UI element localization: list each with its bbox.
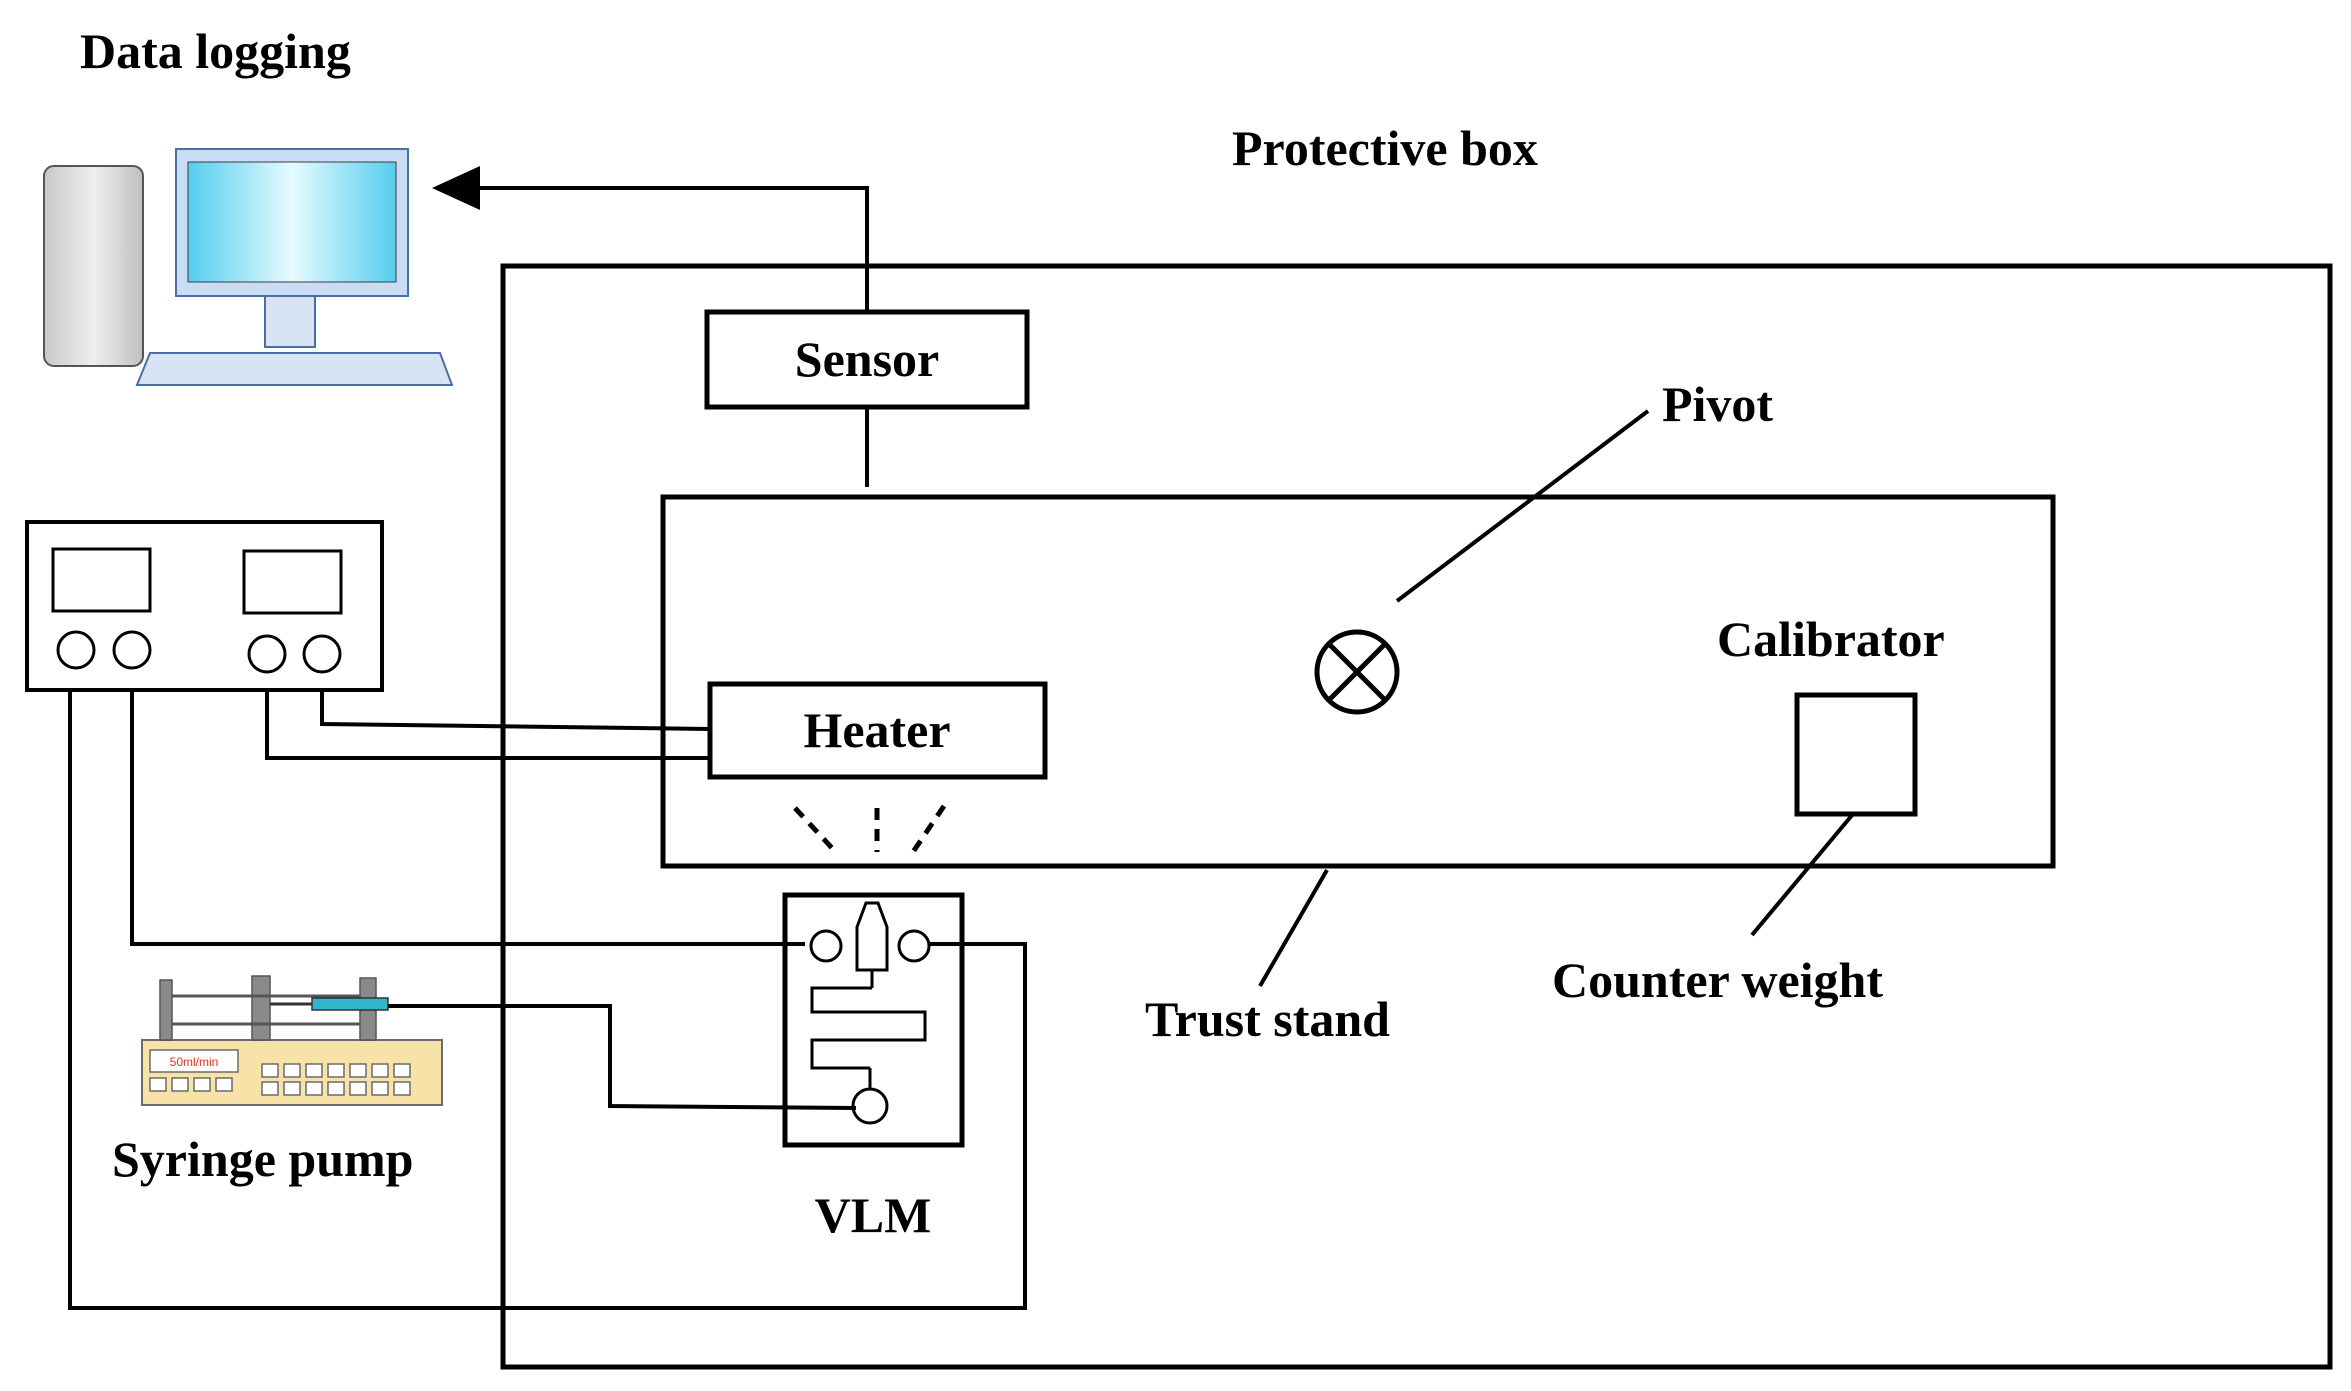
data-arrow: [432, 166, 869, 312]
microfluidic-chip-icon: [782, 892, 965, 1148]
pivot-icon: [1314, 629, 1400, 715]
syringe-pump-icon: 50ml/min: [141, 975, 443, 1106]
thrust-stand-beam: [660, 494, 2056, 869]
protective-box-label: Protective box: [1232, 120, 1538, 176]
sensor-label: Sensor: [795, 331, 939, 387]
protective-box: [500, 263, 2333, 1370]
trust-stand-label: Trust stand: [1145, 991, 1390, 1047]
pivot-label: Pivot: [1662, 376, 1773, 432]
data-logging-label: Data logging: [80, 23, 351, 79]
counter-weight-label: Counter weight: [1552, 952, 1883, 1008]
sensor-box: Sensor: [704, 309, 1030, 410]
calibrator-box: [1794, 692, 1918, 817]
syringe-pump-label: Syringe pump: [112, 1131, 413, 1187]
heat-radiation-lines: [793, 804, 947, 854]
calibrator-label: Calibrator: [1717, 611, 1945, 667]
pump-display-text: 50ml/min: [170, 1055, 219, 1069]
power-supply-icon: [25, 520, 384, 692]
desktop-computer-icon: [43, 148, 454, 386]
heater-label: Heater: [803, 702, 950, 758]
heater-box: Heater: [707, 681, 1048, 780]
vlm-label: VLM: [815, 1187, 932, 1243]
